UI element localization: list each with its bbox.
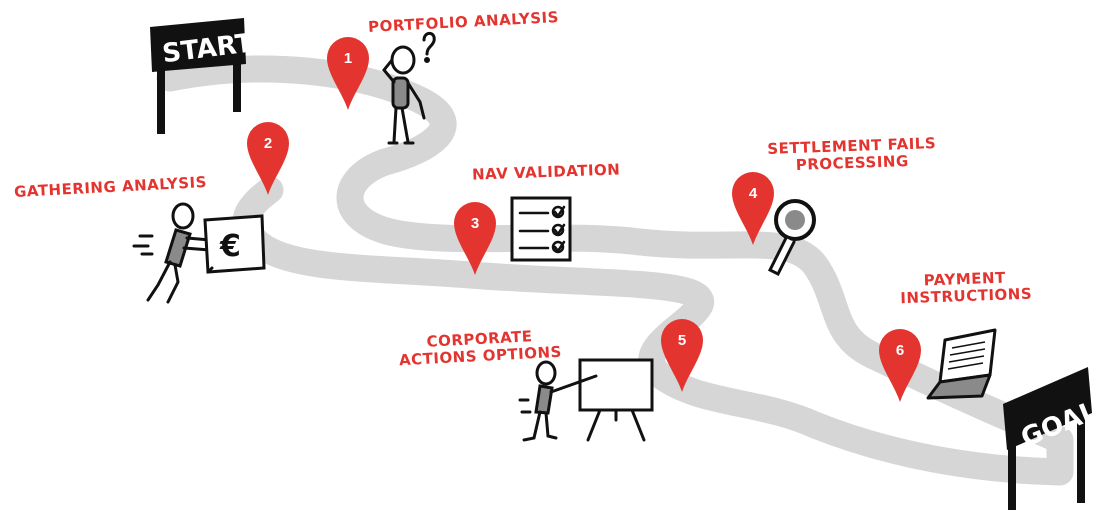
- step-1-pin: 1: [326, 36, 369, 110]
- pin-marker: [247, 122, 289, 195]
- step-5-number: 5: [678, 332, 686, 349]
- checklist-icon: [510, 196, 572, 262]
- pin-marker: [661, 319, 703, 392]
- presenter-icon: [518, 358, 654, 442]
- step-5-pin: 5: [661, 319, 703, 392]
- step-2-number: 2: [264, 135, 272, 152]
- pin-marker: [454, 202, 496, 275]
- step-2-pin: 2: [247, 122, 289, 195]
- laptop-icon: [926, 328, 997, 400]
- step-3-pin: 3: [454, 202, 496, 275]
- goal-sign: GOAL: [1003, 367, 1101, 510]
- thinking-person-icon: [382, 31, 436, 145]
- step-6-label: PAYMENT INSTRUCTIONS: [900, 268, 1033, 308]
- step-6-number: 6: [896, 342, 904, 359]
- start-sign: START: [150, 18, 255, 134]
- pins: 1 2 3 4 5 6: [247, 36, 921, 402]
- euro-symbol: €: [219, 229, 241, 264]
- pin-marker: [326, 36, 369, 110]
- step-3-number: 3: [471, 215, 479, 232]
- step-4-number: 4: [749, 185, 758, 202]
- step-6-pin: 6: [879, 329, 921, 402]
- step-4-pin: 4: [732, 172, 774, 245]
- pin-marker: [732, 172, 774, 245]
- step-4-label: SETTLEMENT FAILS PROCESSING: [766, 134, 937, 174]
- step-1-number: 1: [344, 50, 352, 67]
- pin-marker: [879, 329, 921, 402]
- person-pushing-euro-icon: €: [132, 202, 266, 304]
- magnifier-icon: [767, 199, 816, 277]
